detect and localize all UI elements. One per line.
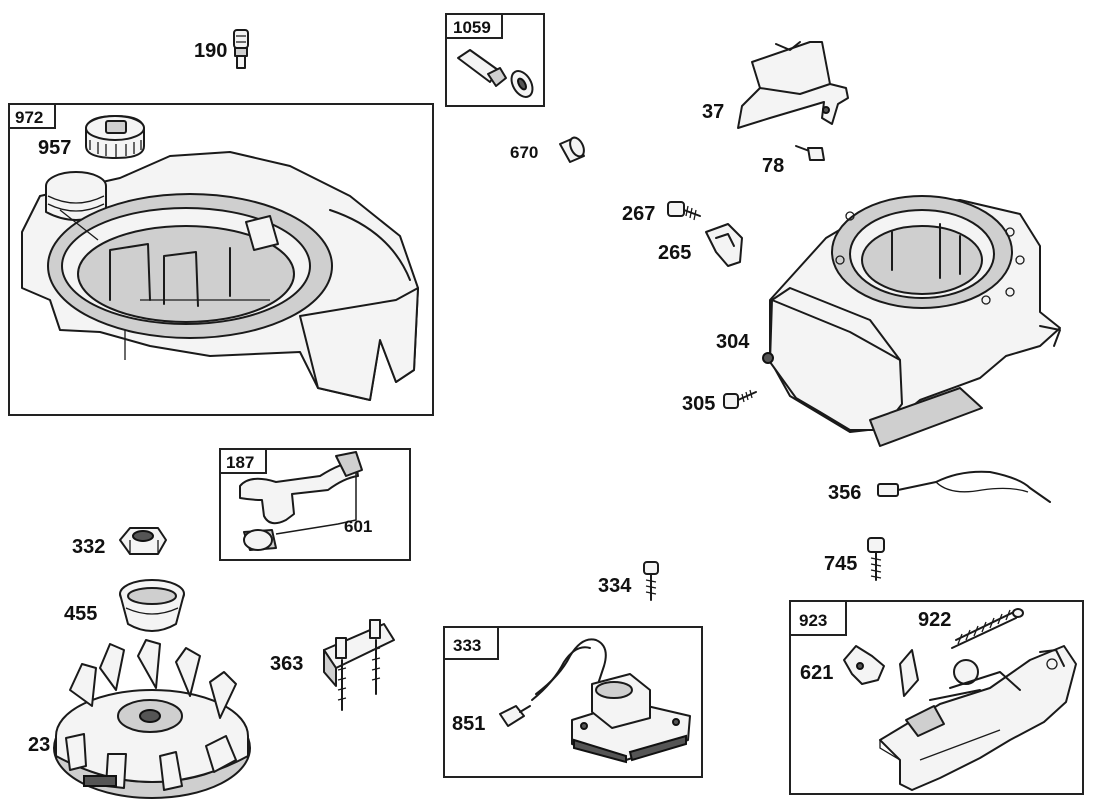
part-305-screw [723, 389, 757, 409]
part-923-governor-bracket [879, 645, 1077, 791]
part-972-fuel-tank [21, 151, 419, 401]
part-37-baffle [737, 41, 849, 129]
part-333-ignition-coil [531, 638, 691, 764]
callout-265: 265 [658, 242, 691, 264]
part-334-screw [643, 561, 659, 601]
part-267-screw [667, 201, 701, 221]
callout-851: 851 [452, 713, 485, 735]
part-957-fuel-cap [85, 115, 145, 159]
part-190-fitting [233, 29, 249, 69]
part-356-ground-wire [877, 470, 1051, 503]
part-265-clip [705, 223, 743, 267]
part-332-nut [119, 527, 167, 555]
kit-box-333: 333 [443, 626, 703, 778]
kit-box-923: 923 [789, 600, 1084, 795]
callout-745: 745 [824, 553, 857, 575]
kit-label-923: 923 [799, 611, 827, 630]
callout-304: 304 [716, 331, 750, 353]
callout-23: 23 [28, 734, 50, 756]
kit-box-1059: 1059 [445, 13, 545, 107]
callout-305: 305 [682, 393, 715, 415]
callout-190: 190 [194, 40, 227, 62]
part-670-bushing [559, 136, 585, 163]
leader-601 [275, 472, 357, 535]
part-1059-valve [457, 49, 534, 98]
part-455-cup [119, 579, 185, 632]
callout-267: 267 [622, 203, 655, 225]
callout-621: 621 [800, 662, 833, 684]
kit-label-1059: 1059 [453, 18, 491, 37]
part-23-flywheel [53, 639, 251, 799]
part-304-blower-housing [762, 195, 1061, 447]
callout-363: 363 [270, 653, 303, 675]
part-187-fuel-line [239, 451, 363, 551]
callout-957: 957 [38, 137, 71, 159]
kit-box-972: 972 [8, 103, 434, 416]
kit-label-972: 972 [15, 108, 43, 127]
part-745-bolt [867, 537, 885, 581]
part-78-screw [795, 145, 825, 161]
part-621-link [843, 645, 885, 685]
callout-334: 334 [598, 575, 632, 597]
part-363-bracket [323, 619, 395, 711]
callout-922: 922 [918, 609, 951, 631]
callout-332: 332 [72, 536, 105, 558]
callout-455: 455 [64, 603, 97, 625]
callout-356: 356 [828, 482, 861, 504]
callout-601: 601 [344, 517, 372, 536]
part-922-spring [951, 608, 1024, 649]
kit-label-187: 187 [226, 453, 254, 472]
part-851-terminal [499, 705, 531, 727]
kit-box-187: 187 [219, 448, 411, 561]
kit-label-333: 333 [453, 636, 481, 655]
callout-670: 670 [510, 143, 538, 162]
callout-78: 78 [762, 155, 784, 177]
callout-37: 37 [702, 101, 724, 123]
